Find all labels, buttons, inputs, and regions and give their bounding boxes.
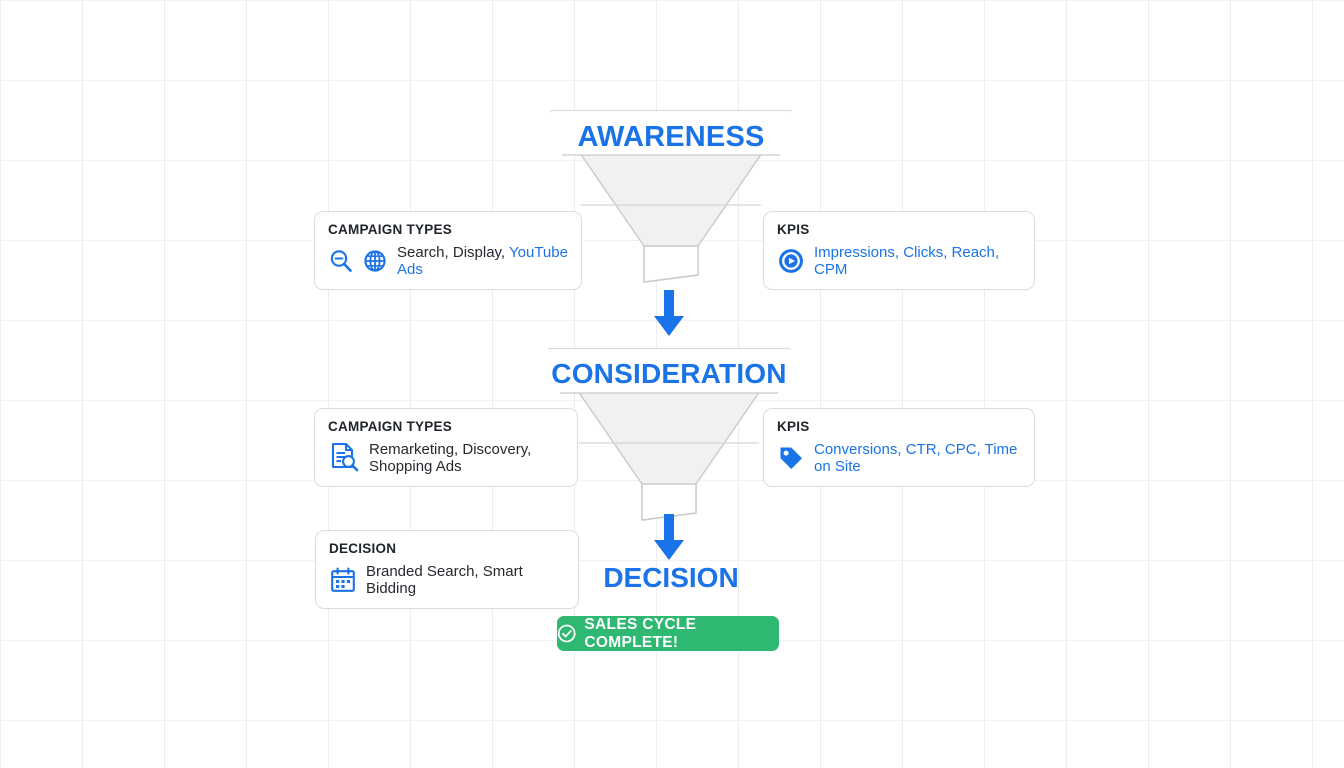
play-circle-icon [779,249,803,273]
calendar-icon [331,567,355,592]
card-text: Remarketing, Discovery, Shopping Ads [369,441,532,475]
arrow-down-icon-1 [652,290,686,338]
card-campaign-types-consideration[interactable]: CAMPAIGN TYPES Remarketing, Discovery, S… [314,408,578,487]
card-decision[interactable]: DECISION Branded Search, Smart Bidding [315,530,579,609]
tag-icon [780,447,802,469]
card-text: Conversions, CTR, CPC, Time on Site [814,441,1018,475]
card-title: DECISION [329,541,397,556]
card-kpis-consideration[interactable]: KPIS Conversions, CTR, CPC, Time on Site [763,408,1035,487]
card-kpis-awareness[interactable]: KPIS Impressions, Clicks, Reach, CPM [763,211,1035,290]
card-icon-group [329,566,357,594]
funnel-stage-consideration[interactable]: CONSIDERATION [546,345,792,521]
card-text-accent: YouTube Ads [397,244,568,278]
check-circle-icon [557,624,576,643]
funnel-shape-icon [550,110,792,283]
card-icon-group [328,248,388,274]
card-title: KPIS [777,419,810,434]
globe-icon [364,250,386,272]
card-title: CAMPAIGN TYPES [328,222,453,237]
card-text: Search, Display, YouTube Ads [397,244,568,278]
funnel-stage-awareness[interactable]: AWARENESS [548,107,794,283]
arrow-down-icon-2 [652,514,686,562]
document-search-icon [331,442,359,472]
card-text: Branded Search, Smart Bidding [366,563,523,597]
card-text: Impressions, Clicks, Reach, CPM [814,244,1000,278]
card-campaign-types-awareness[interactable]: CAMPAIGN TYPES Search, Display, YouTube [314,211,582,290]
card-title: CAMPAIGN TYPES [328,419,453,434]
status-badge-sales-cycle-complete[interactable]: SALES CYCLE COMPLETE! [557,616,779,651]
status-badge-label: SALES CYCLE COMPLETE! [584,615,697,651]
card-title: KPIS [777,222,810,237]
funnel-shape-icon [548,348,790,521]
card-icon-group [328,441,360,473]
card-icon-group [777,444,805,472]
card-icon-group [777,247,805,275]
zoom-out-magnifier-icon [330,250,352,272]
card-text-plain: Search, Display, [397,244,509,261]
decision-stage-heading: DECISION [603,562,739,593]
